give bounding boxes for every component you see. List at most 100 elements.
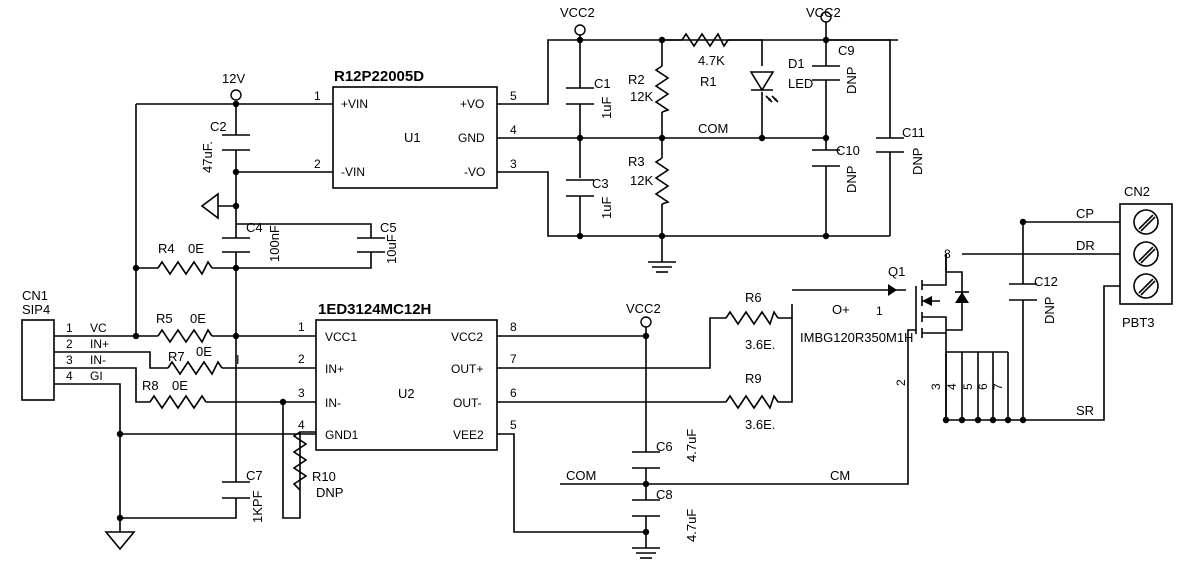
c8-ref: C8 xyxy=(656,487,673,502)
c1-ref: C1 xyxy=(594,76,611,91)
capacitor-c2: C2 47uF. xyxy=(200,119,250,173)
resistor-r3: R3 12K xyxy=(628,154,670,205)
u2-gate-driver: 1ED3124MC12H U2 VCC1 IN+ IN- GND1 VCC2 O… xyxy=(298,301,517,451)
u2-pin-label: GND1 xyxy=(325,428,359,442)
net-dr-label: DR xyxy=(1076,238,1095,253)
c10-ref: C10 xyxy=(836,143,860,158)
c10-value: DNP xyxy=(844,166,859,193)
u2-pin-number: 1 xyxy=(298,320,305,334)
u2-pin-number: 6 xyxy=(510,386,517,400)
ground-icon-u1 xyxy=(648,261,676,273)
net-cm-label: CM xyxy=(830,468,850,483)
q1-pin-8: 8 xyxy=(944,247,951,261)
u2-pin-number: 7 xyxy=(510,352,517,366)
c4-ref: C4 xyxy=(246,220,263,235)
capacitor-c4: C4 100nF xyxy=(222,220,282,262)
r5-ref: R5 xyxy=(156,311,173,326)
c11-value: DNP xyxy=(910,148,925,175)
power-vcc2-label-3: VCC2 xyxy=(626,301,661,316)
u2-pin-number: 3 xyxy=(298,386,305,400)
u2-ref: U2 xyxy=(398,386,415,401)
resistor-r9: R9 3.6E. xyxy=(725,371,779,432)
cn1-pin-number: 1 xyxy=(66,321,73,335)
u1-pin-label: -VO xyxy=(464,165,485,179)
capacitor-c10: C10 DNP xyxy=(812,143,860,193)
cn2-terminal-block: CN2 PBT3 xyxy=(1119,184,1173,330)
net-com-label-2: COM xyxy=(566,468,596,483)
u1-pin-label: +VO xyxy=(460,97,484,111)
u1-pin-number: 3 xyxy=(510,157,517,171)
cn1-net-label: VC xyxy=(90,321,107,335)
cn2-type: PBT3 xyxy=(1122,315,1155,330)
ground-icon-u2 xyxy=(632,547,660,559)
power-vcc2-label-2: VCC2 xyxy=(806,5,841,20)
r7-value: 0E xyxy=(196,344,212,359)
resistor-r8: R8 0E xyxy=(142,378,207,410)
r8-ref: R8 xyxy=(142,378,159,393)
q1-source-pin: 4 xyxy=(945,383,959,390)
resistor-r4: R4 0E xyxy=(157,241,213,276)
q1-part: IMBG120R350M1H xyxy=(800,330,913,345)
u2-pin-label: VCC1 xyxy=(325,330,357,344)
r8-value: 0E xyxy=(172,378,188,393)
capacitor-c8: C8 4.7uF xyxy=(632,487,699,542)
u1-part-name: R12P22005D xyxy=(334,68,424,85)
net-cp-label: CP xyxy=(1076,206,1094,221)
q1-source-pin: 7 xyxy=(991,383,1005,390)
u2-pin-number: 2 xyxy=(298,352,305,366)
r9-value: 3.6E. xyxy=(745,417,775,432)
c3-ref: C3 xyxy=(592,176,609,191)
c9-ref: C9 xyxy=(838,43,855,58)
q1-ref: Q1 xyxy=(888,264,905,279)
r9-ref: R9 xyxy=(745,371,762,386)
r6-ref: R6 xyxy=(745,290,762,305)
cn1-pin-number: 3 xyxy=(66,353,73,367)
u2-pin-number: 4 xyxy=(298,418,305,432)
u1-pin-label: -VIN xyxy=(341,165,365,179)
capacitor-c1: C1 1uF xyxy=(566,76,614,119)
power-12v-label: 12V xyxy=(222,71,245,86)
capacitor-c12: C12 DNP xyxy=(1009,274,1058,324)
u2-pin-label: VEE2 xyxy=(453,428,484,442)
u1-pin-number: 2 xyxy=(314,157,321,171)
u1-ref: U1 xyxy=(404,130,421,145)
u1-pin-number: 5 xyxy=(510,89,517,103)
power-vcc2-right: VCC2 xyxy=(806,5,841,23)
cn1-pin-number: 2 xyxy=(66,337,73,351)
cn2-ref: CN2 xyxy=(1124,184,1150,199)
r2-ref: R2 xyxy=(628,72,645,87)
d1-value: LED xyxy=(788,76,813,91)
q1-source-pin: 3 xyxy=(929,383,943,390)
capacitor-c11: C11 DNP xyxy=(876,125,925,175)
net-i-label: I xyxy=(236,352,240,367)
q1-pin-2: 2 xyxy=(894,379,908,386)
net-oplus-label: O+ xyxy=(832,302,850,317)
u2-pin-label: OUT+ xyxy=(451,362,483,376)
r4-ref: R4 xyxy=(158,241,175,256)
net-com-label: COM xyxy=(698,121,728,136)
power-vcc2-u2: VCC2 xyxy=(626,301,661,328)
r10-ref: R10 xyxy=(312,469,336,484)
cn1-connector: CN1 SIP4 1 2 3 4 VC IN+ IN- GI xyxy=(21,288,109,401)
c12-value: DNP xyxy=(1042,297,1057,324)
resistor-r10: R10 DNP xyxy=(292,431,343,500)
r3-ref: R3 xyxy=(628,154,645,169)
resistor-r6: R6 3.6E. xyxy=(725,290,779,352)
power-vcc2-label-1: VCC2 xyxy=(560,5,595,20)
c1-value: 1uF xyxy=(599,97,614,119)
capacitor-c5: C5 10uF xyxy=(357,220,399,264)
r7-ref: R7 xyxy=(168,349,185,364)
c6-ref: C6 xyxy=(656,439,673,454)
u2-pin-label: IN+ xyxy=(325,362,344,376)
q1-mosfet: Q1 IMBG120R350M1H 1 2 8 3 4 5 6 7 xyxy=(800,247,1005,390)
r1-ref: R1 xyxy=(700,74,717,89)
cn1-net-label: IN- xyxy=(90,353,106,367)
c7-ref: C7 xyxy=(246,468,263,483)
cn1-pin-number: 4 xyxy=(66,369,73,383)
c6-value: 4.7uF xyxy=(684,429,699,462)
r6-value: 3.6E. xyxy=(745,337,775,352)
u1-pin-number: 1 xyxy=(314,89,321,103)
u2-pin-number: 5 xyxy=(510,418,517,432)
r10-value: DNP xyxy=(316,485,343,500)
c9-value: DNP xyxy=(844,67,859,94)
